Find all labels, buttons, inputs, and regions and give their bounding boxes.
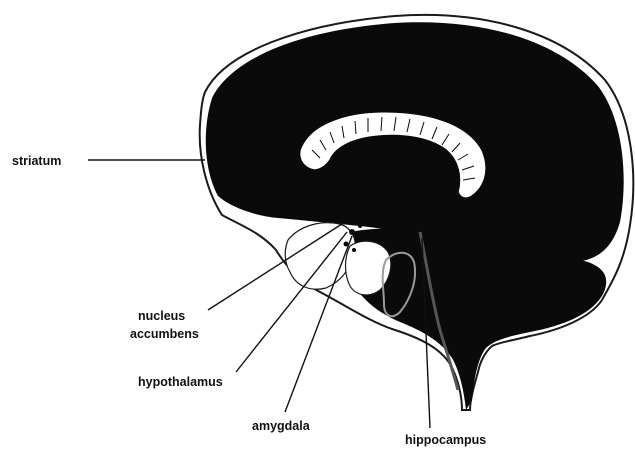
cerebrum-region bbox=[206, 22, 624, 262]
amygdala-label: amygdala bbox=[252, 419, 311, 433]
hippocampus-label: hippocampus bbox=[405, 433, 486, 447]
striatum-label: striatum bbox=[12, 154, 61, 168]
nucleus-accumbens-label-line1: nucleus bbox=[138, 309, 185, 323]
nucleus-accumbens-label-line2: accumbens bbox=[130, 327, 199, 341]
hypothalamus-label: hypothalamus bbox=[138, 375, 223, 389]
